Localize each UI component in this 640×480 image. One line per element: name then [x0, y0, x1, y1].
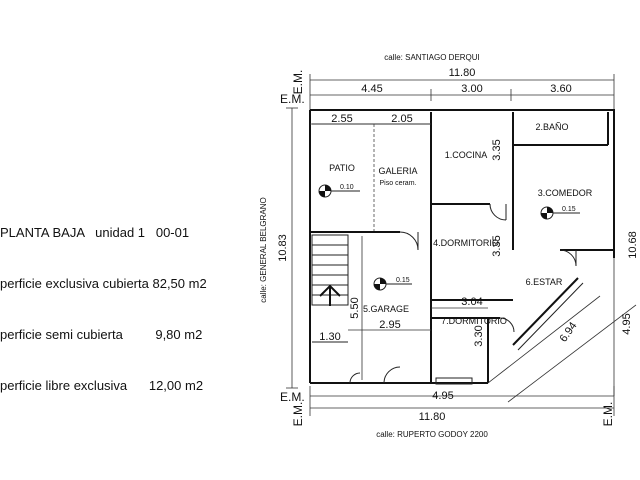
summary-label: perficie semi cubierta — [0, 327, 123, 342]
room-cocina: 1.COCINA — [445, 150, 488, 160]
door-swing-garage-front-2 — [383, 366, 401, 384]
summary-line-free: perficie libre exclusiva 12,00 m2 — [0, 377, 250, 394]
summary-value: 82,50 m2 — [152, 276, 207, 291]
dim-top-segment-2: 3.00 — [461, 83, 482, 95]
room-estar: 6.ESTAR — [526, 277, 563, 287]
em-marker-bottom: E.M. — [280, 390, 305, 404]
room-comedor: 3.COMEDOR — [538, 188, 593, 198]
level-marker-icon — [318, 184, 360, 198]
room-bano: 2.BAÑO — [535, 122, 568, 132]
stair-arrow-icon — [319, 284, 341, 306]
dim-galeria-width: 2.05 — [391, 113, 412, 125]
room-galeria: GALERIA — [378, 166, 417, 176]
dim-right-edge: 10.68 — [627, 231, 639, 259]
street-top: calle: SANTIAGO DERQUI — [384, 53, 480, 62]
summary-label: perficie libre exclusiva — [0, 378, 128, 393]
diagonal-wall — [512, 277, 579, 346]
dim-total-bottom: 11.80 — [419, 411, 446, 423]
surface-summary: PLANTA BAJA unidad 1 00-01 perficie excl… — [0, 190, 250, 411]
dim-garage-height: 5.50 — [349, 297, 361, 318]
dim-diagonal: 6.94 — [557, 320, 579, 344]
em-marker-right-vertical: E.M. — [601, 402, 615, 427]
summary-line-covered: perficie exclusiva cubierta 82,50 m2 — [0, 275, 250, 292]
summary-title: PLANTA BAJA unidad 1 00-01 — [0, 225, 190, 240]
dim-top-segment-1: 4.45 — [361, 83, 382, 95]
dim-dorm7-width: 3.04 — [461, 296, 482, 308]
summary-value: 12,00 m2 — [148, 378, 204, 393]
dim-dorm7-height: 3.30 — [473, 325, 485, 346]
dim-bottom-segment: 4.95 — [432, 390, 453, 402]
dim-garage-width: 2.95 — [379, 319, 400, 331]
room-garage: 5.GARAGE — [363, 304, 409, 314]
dim-line-diagonal-outer — [507, 304, 637, 403]
dim-dorm4-height: 3.35 — [491, 235, 503, 256]
summary-label: perficie exclusiva cubierta — [0, 276, 149, 291]
em-marker-top: E.M. — [280, 92, 305, 106]
summary-line-semi: perficie semi cubierta 9,80 m2 — [0, 326, 250, 343]
door-swing-dorm4 — [489, 203, 507, 221]
em-marker-bottom-vertical: E.M. — [291, 402, 305, 427]
door-swing-garage-front — [349, 372, 361, 384]
dim-stair-width: 1.30 — [319, 331, 340, 343]
dim-cocina-height: 3.35 — [491, 139, 503, 160]
door-swing-comedor — [559, 249, 577, 267]
dim-line-diagonal-lower — [487, 295, 601, 384]
door-swing-garage — [399, 231, 419, 251]
level-marker-icon — [540, 206, 580, 220]
street-left: calle: GENERAL BELGRANO — [259, 197, 268, 303]
level-patio: 0.10 — [340, 184, 354, 191]
dim-total-top: 11.80 — [449, 67, 476, 79]
level-marker-icon — [373, 277, 412, 291]
room-dormitorio-7: 7.DORMITORIO — [441, 316, 507, 326]
em-marker-top-vertical: E.M. — [291, 70, 305, 95]
street-bottom: calle: RUPERTO GODOY 2200 — [376, 430, 488, 439]
dim-right-height: 4.95 — [621, 313, 633, 334]
window-front — [435, 377, 473, 385]
dim-left-height: 10.83 — [277, 234, 289, 262]
room-dormitorio-4: 4.DORMITORIO — [433, 238, 499, 248]
dim-top-segment-3: 3.60 — [550, 83, 571, 95]
dim-patio-width: 2.55 — [331, 113, 352, 125]
room-patio: PATIO — [329, 163, 355, 173]
level-garage: 0.15 — [396, 277, 410, 284]
level-comedor: 0.15 — [562, 206, 576, 213]
room-galeria-floor: Piso ceram. — [380, 180, 417, 187]
door-swing-dorm7 — [499, 317, 515, 333]
diagonal-wall-inner — [517, 282, 584, 351]
summary-value: 9,80 m2 — [155, 327, 203, 342]
outer-wall-top-right — [310, 109, 615, 258]
